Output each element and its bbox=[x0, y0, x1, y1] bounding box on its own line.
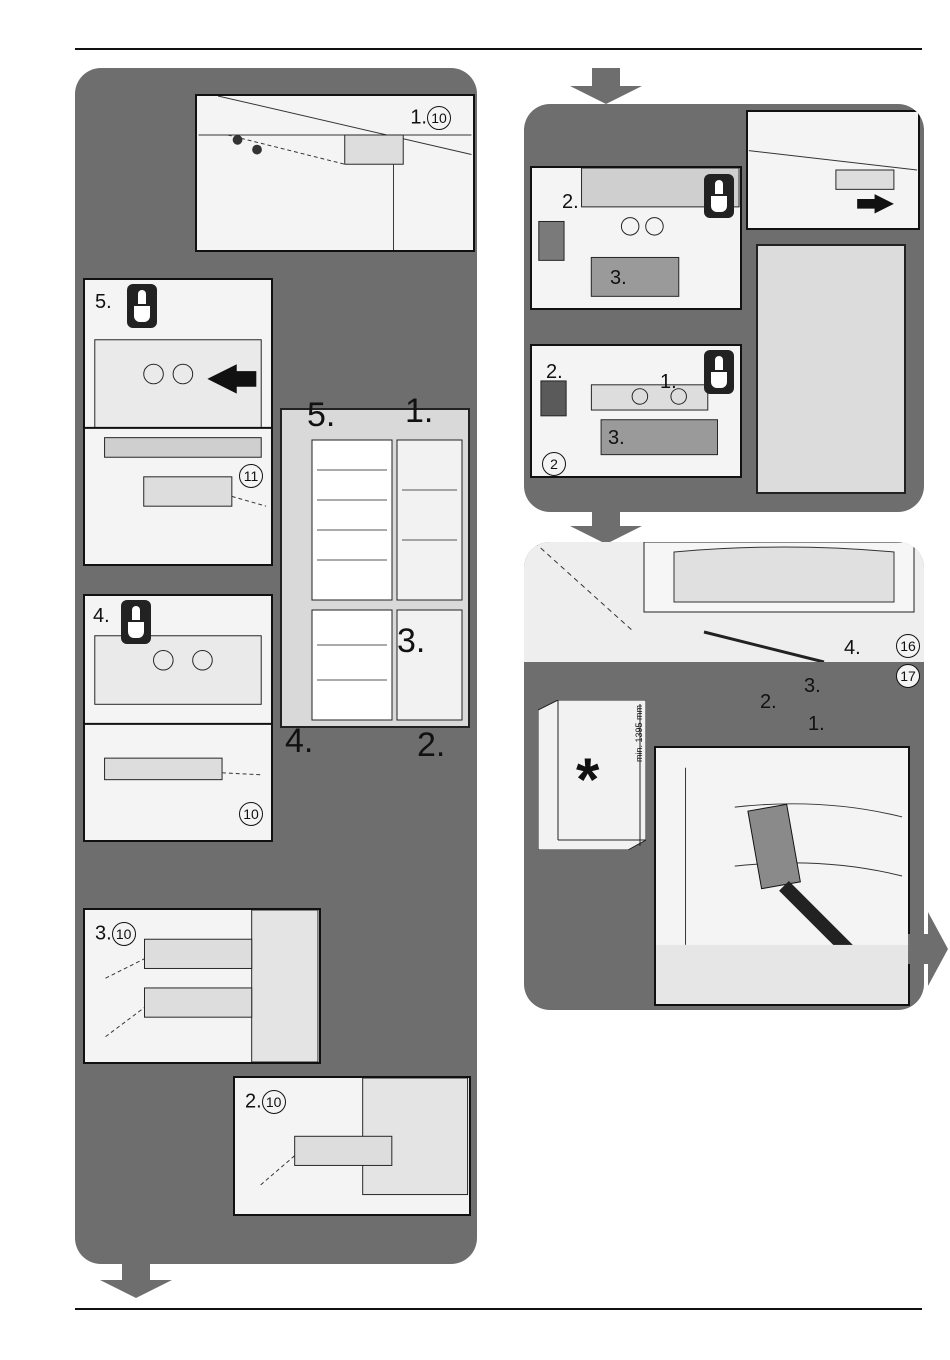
plinth-step-3: 3. bbox=[804, 676, 821, 696]
fridge-step-4: 4. bbox=[285, 724, 313, 758]
detail-step-5: 5. 11 bbox=[83, 278, 273, 566]
cover-step-2: 2. bbox=[562, 192, 579, 212]
detail-plinth-closeup bbox=[654, 746, 910, 1006]
screwdriver-icon bbox=[704, 350, 734, 394]
detail-cover-bottom: 2. 1. 3. 2 bbox=[530, 344, 742, 478]
right-bottom-panel: 4. 3. 2. 1. 16 17 * min. 1395 mm bbox=[524, 542, 924, 1010]
plinth-closeup-drawing bbox=[656, 748, 908, 1004]
detail-step-2: 2.10 bbox=[233, 1076, 471, 1216]
top-hinge-step: 1.10 bbox=[410, 106, 451, 130]
min-height-label: min. 1395 mm bbox=[634, 705, 644, 762]
plinth-drawing bbox=[524, 542, 924, 662]
step-4-ref: 10 bbox=[239, 802, 263, 826]
step-3-label: 3.10 bbox=[95, 922, 136, 946]
arrow-right-icon bbox=[908, 912, 948, 986]
fridge-small-illustration bbox=[756, 244, 906, 494]
bottom-cover-step-3: 3. bbox=[608, 428, 625, 448]
fridge-drawing bbox=[282, 410, 468, 726]
step-5-drawing bbox=[85, 280, 271, 564]
plinth-step-2: 2. bbox=[760, 692, 777, 712]
plinth-scene bbox=[524, 542, 924, 662]
bottom-cover-step-2: 2. bbox=[546, 362, 563, 382]
rail-drawing bbox=[748, 112, 918, 228]
plinth-ref-16: 16 bbox=[896, 634, 920, 658]
bottom-cover-ref: 2 bbox=[542, 452, 566, 476]
arrow-down-icon bbox=[570, 68, 642, 104]
step-5-label: 5. bbox=[95, 292, 112, 312]
plinth-ref-17: 17 bbox=[896, 664, 920, 688]
left-instruction-panel: 5. 1. 3. 4. 2. 1.10 5. bbox=[75, 68, 477, 1264]
fridge-step-3: 3. bbox=[397, 624, 425, 658]
fridge-step-2: 2. bbox=[417, 728, 445, 762]
plinth-step-1: 1. bbox=[808, 714, 825, 734]
screwdriver-icon bbox=[704, 174, 734, 218]
fridge-step-1: 1. bbox=[405, 394, 433, 428]
detail-top-hinge: 1.10 bbox=[195, 94, 475, 252]
fridge-step-5: 5. bbox=[307, 398, 335, 432]
footer-rule bbox=[75, 1308, 922, 1310]
step-2-label: 2.10 bbox=[245, 1090, 286, 1114]
header-rule bbox=[75, 48, 922, 50]
detail-step-4: 4. 10 bbox=[83, 594, 273, 842]
niche-illustration: * bbox=[538, 700, 646, 850]
step-4-label: 4. bbox=[93, 606, 110, 626]
detail-cover-remove: 2. 3. bbox=[530, 166, 742, 310]
arrow-down-icon bbox=[100, 1264, 172, 1298]
detail-step-3: 3.10 bbox=[83, 908, 321, 1064]
fridge-illustration bbox=[280, 408, 470, 728]
right-top-panel: 2. 3. 2. 1. 3. 2 bbox=[524, 104, 924, 512]
bottom-cover-step-1: 1. bbox=[660, 372, 677, 392]
screwdriver-icon bbox=[121, 600, 151, 644]
arrow-down-icon bbox=[570, 508, 642, 544]
detail-top-right-rail bbox=[746, 110, 920, 230]
step-5-ref: 11 bbox=[239, 464, 263, 488]
asterisk-symbol: * bbox=[576, 750, 599, 810]
cover-step-3: 3. bbox=[610, 268, 627, 288]
plinth-step-4: 4. bbox=[844, 638, 861, 658]
screwdriver-icon bbox=[127, 284, 157, 328]
